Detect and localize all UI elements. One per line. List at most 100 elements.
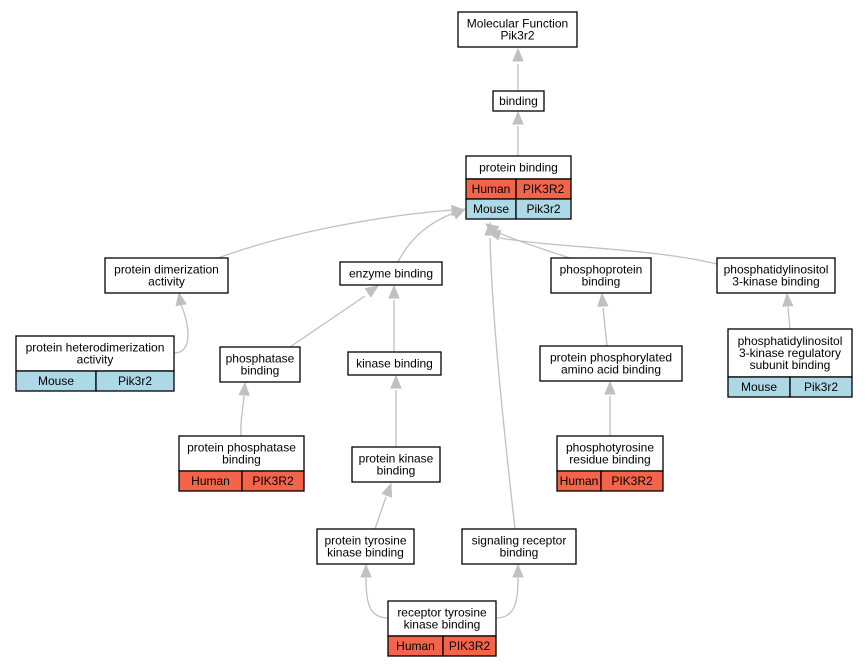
species-label: Human	[191, 474, 230, 488]
arrowhead	[364, 285, 380, 298]
edge-line	[489, 237, 516, 530]
node-label-line: protein tyrosine	[324, 534, 406, 548]
edge-protein-heterodimerization-to-protein-dimerization	[173, 291, 189, 354]
arrowhead	[390, 374, 402, 389]
node-box	[347, 351, 442, 376]
edge-line	[240, 395, 245, 437]
edge-protein-kinase-binding-to-kinase-binding	[390, 374, 402, 447]
gene-cell	[241, 470, 305, 492]
node-label-line: 3-kinase regulatory	[739, 346, 841, 360]
arrowhead	[597, 292, 609, 307]
edge-line	[499, 237, 718, 265]
node-label-line: phosphoprotein	[560, 263, 643, 277]
edges-layer	[173, 47, 794, 619]
node-label-line: residue binding	[569, 453, 650, 467]
node-label-line: kinase binding	[404, 618, 481, 632]
gene-label: Pik3r2	[804, 380, 838, 394]
edge-line	[173, 304, 189, 354]
edge-line	[397, 212, 455, 263]
node-box	[316, 528, 415, 565]
gene-cell	[600, 470, 664, 492]
gene-cell	[442, 635, 497, 657]
arrowhead	[360, 563, 372, 578]
node-label-line: binding	[377, 464, 416, 478]
node-box	[461, 528, 577, 565]
edge-protein-binding-to-binding	[512, 110, 524, 156]
node-label-line: protein binding	[479, 161, 558, 175]
edge-line	[374, 496, 387, 530]
species-label: Human	[560, 474, 599, 488]
node-box	[539, 345, 683, 382]
node-label-line: signaling receptor	[472, 534, 567, 548]
gene-cell	[789, 376, 853, 398]
node-box	[492, 90, 545, 112]
gene-label: Pik3r2	[118, 374, 152, 388]
arrowhead	[451, 208, 467, 220]
node-label-line: activity	[148, 275, 185, 289]
arrowhead	[175, 291, 187, 307]
node-box	[351, 446, 441, 483]
node-binding[interactable]: binding	[492, 90, 545, 112]
node-label-line: binding	[222, 453, 261, 467]
edge-line	[787, 306, 791, 330]
edge-line	[496, 231, 571, 259]
gene-label: Pik3r2	[526, 202, 560, 216]
edge-protein-phosphatase-binding-to-phosphatase-binding	[238, 381, 250, 437]
node-label-line: phosphatase	[226, 352, 295, 366]
edge-phosphatase-binding-to-enzyme-binding	[289, 285, 380, 348]
node-label-line: phosphotyrosine	[566, 441, 654, 455]
species-label: Human	[472, 182, 511, 196]
node-label-line: amino acid binding	[561, 363, 661, 377]
edge-protein-tyrosine-kinase-binding-to-protein-kinase-binding	[374, 482, 393, 530]
node-label-line: protein phosphatase	[187, 441, 296, 455]
edge-protein-dimerization-to-protein-binding	[217, 204, 466, 259]
arrowhead	[238, 381, 250, 396]
node-box	[339, 261, 443, 286]
node-label-line: protein dimerization	[114, 263, 219, 277]
node-label-line: protein heterodimerization	[26, 341, 165, 355]
edge-pi3k-regulatory-binding-to-pi3k-binding	[782, 292, 794, 330]
node-label-line: 3-kinase binding	[732, 275, 819, 289]
edge-rtk-binding-to-signaling-receptor-binding	[495, 563, 524, 619]
edge-line	[289, 295, 366, 348]
node-label-line: phosphatidylinositol	[724, 263, 829, 277]
gene-cell	[95, 370, 175, 392]
node-box	[219, 346, 301, 383]
node-kinase-binding[interactable]: kinase binding	[347, 351, 442, 376]
node-label-line: binding	[241, 364, 280, 378]
arrowhead	[512, 47, 524, 62]
edge-phosphorylated-aa-binding-to-phosphoprotein-binding	[597, 292, 609, 347]
node-box	[716, 257, 836, 294]
node-enzyme-binding[interactable]: enzyme binding	[339, 261, 443, 286]
arrowhead	[388, 284, 400, 299]
gene-cell	[515, 198, 572, 220]
node-label-line: enzyme binding	[349, 267, 433, 281]
edge-signaling-receptor-binding-to-protein-binding	[484, 221, 516, 530]
edge-line	[495, 577, 519, 619]
node-box	[457, 11, 578, 48]
node-box	[104, 257, 229, 294]
node-label-line: kinase binding	[356, 357, 433, 371]
arrowhead	[604, 380, 616, 395]
